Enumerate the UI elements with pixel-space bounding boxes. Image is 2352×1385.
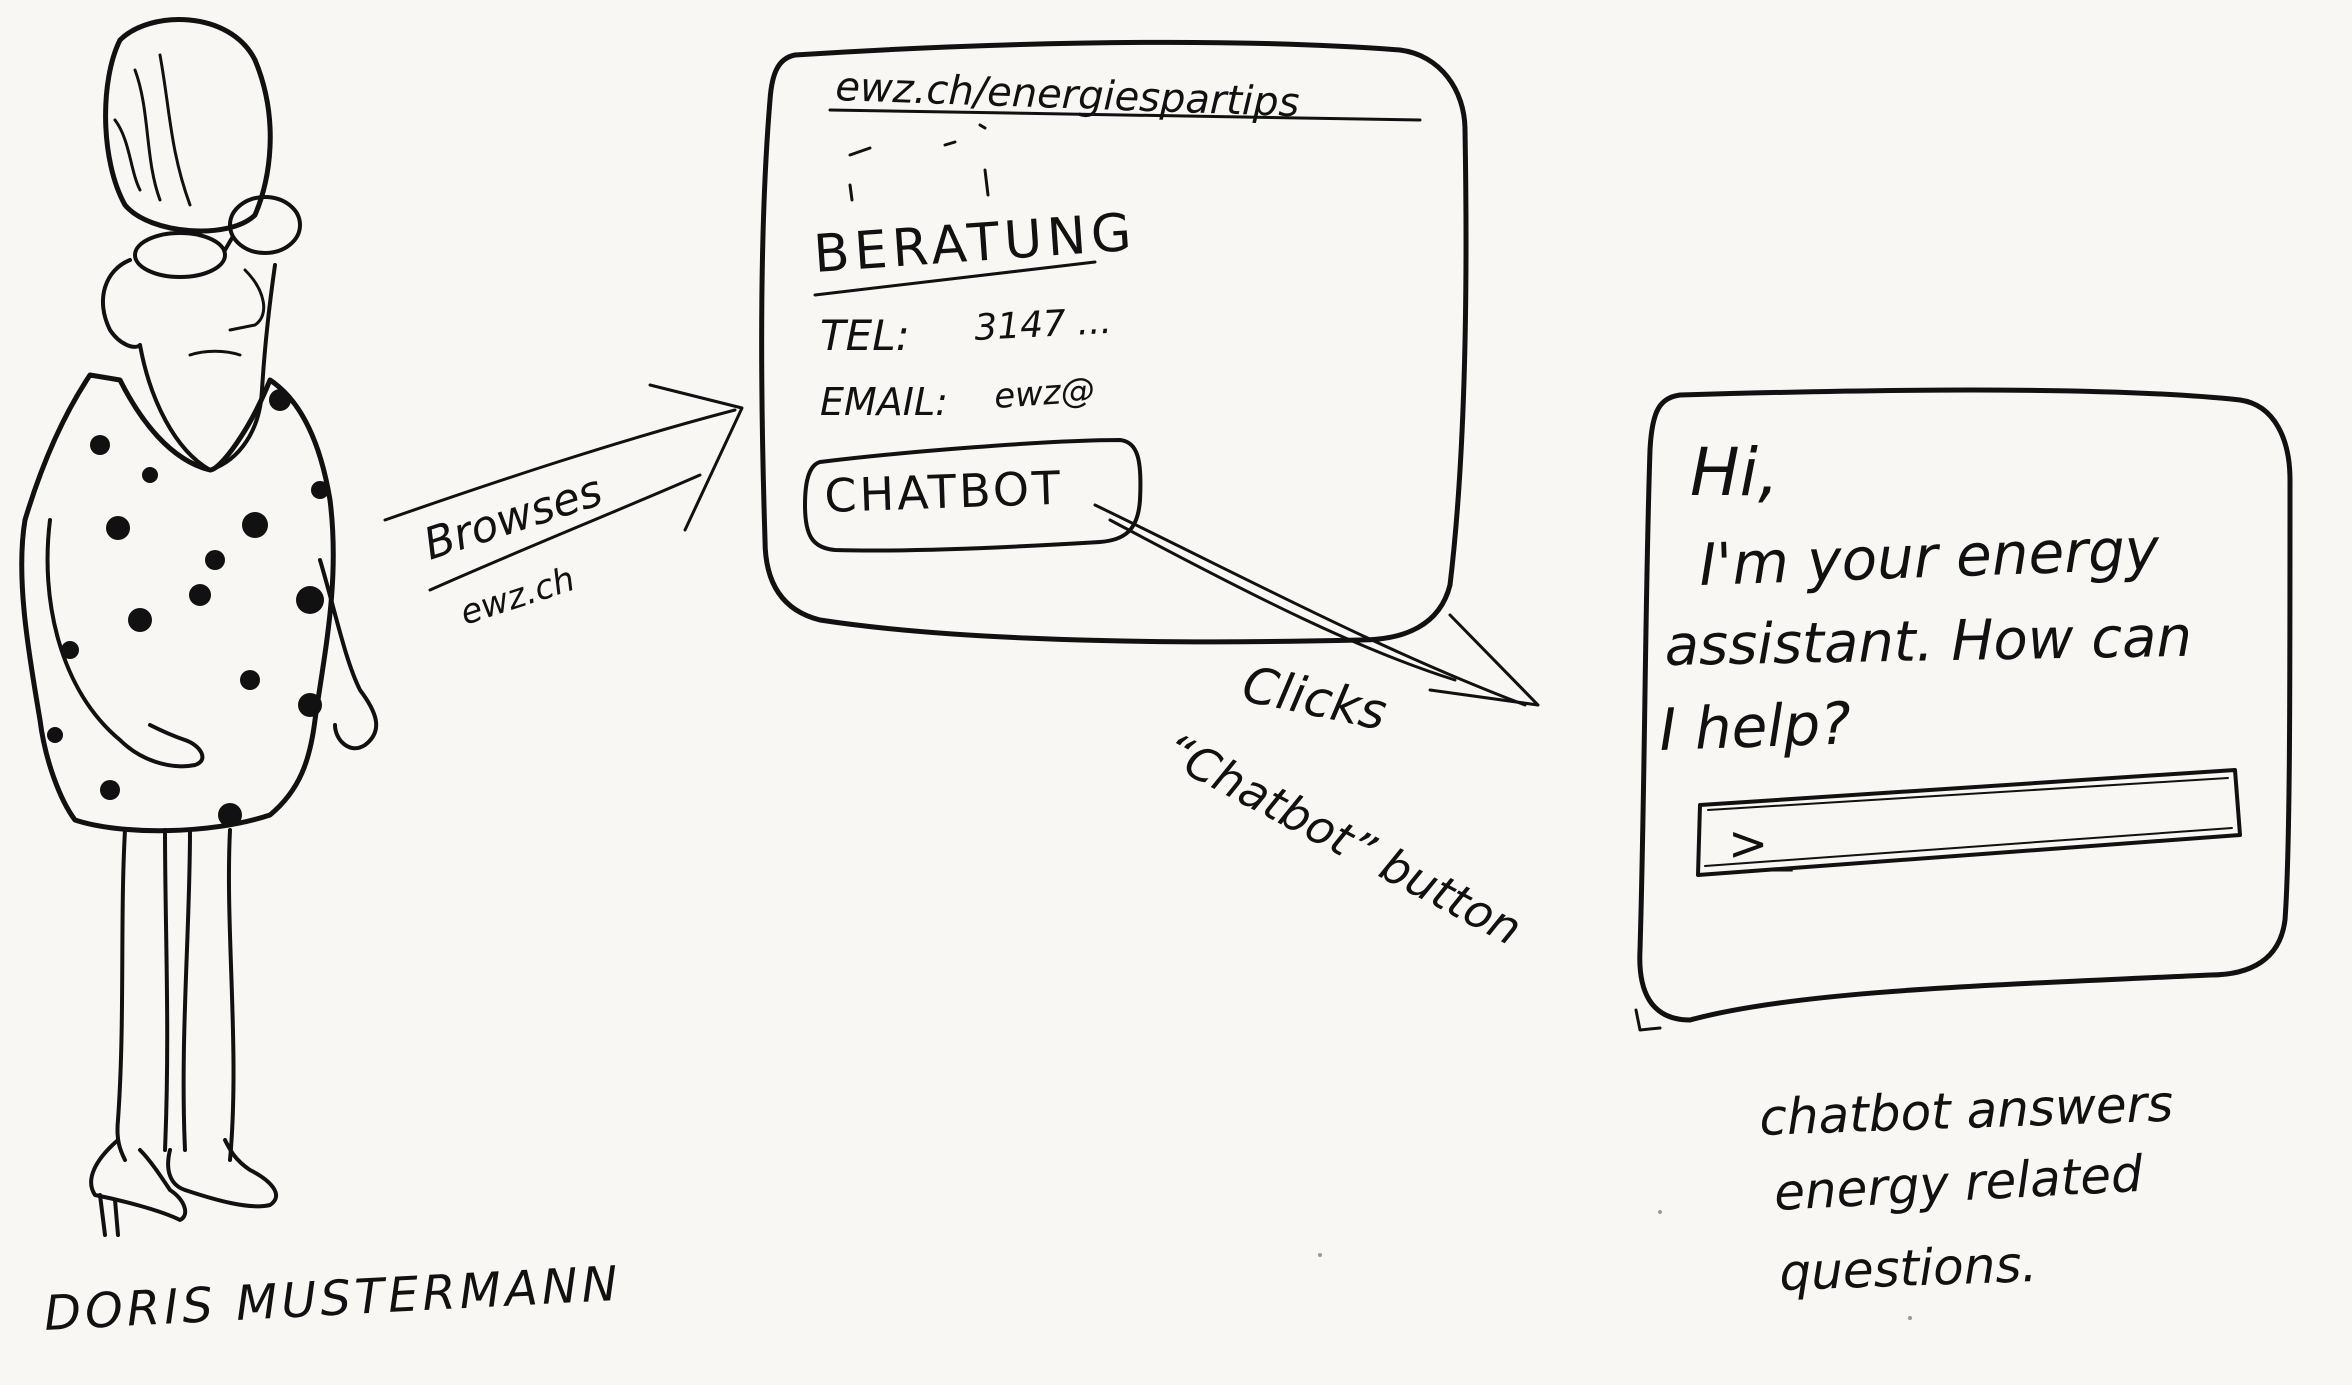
persona-name: DORIS MUSTERMANN [43, 1256, 623, 1342]
outcome-line3: questions. [1778, 1235, 2038, 1302]
click-arrow [1093, 503, 1540, 707]
outcome-line2: energy related [1773, 1145, 2145, 1222]
webpage-sketch [759, 39, 1469, 645]
dress-dots [47, 389, 329, 827]
chatbot-message-line3: I help? [1658, 689, 1852, 764]
paper-specks [1318, 1210, 1912, 1320]
chatbot-button[interactable]: CHATBOT [803, 438, 1143, 553]
webpage-tel-value: 3147 ... [973, 301, 1112, 349]
browse-arrow [383, 383, 744, 592]
chatbot-button-label: CHATBOT [823, 461, 1064, 523]
webpage-url: ewz.ch/energiespartips [835, 64, 1301, 126]
step2-line1: Clicks [1238, 655, 1392, 742]
webpage-email-value: ewz@ [993, 370, 1096, 417]
webpage-section-heading: BERATUNG [812, 203, 1139, 285]
chat-input-field[interactable]: >_ [1696, 768, 2242, 877]
step2-line2: “Chatbot” button [1155, 722, 1531, 956]
persona-figure [19, 17, 379, 1237]
chatbot-message-line2: assistant. How can [1664, 605, 2192, 679]
chatbot-greeting: Hi, [1690, 434, 1779, 511]
webpage-tel-label: TEL: [820, 311, 910, 360]
webpage-email-label: EMAIL: [820, 380, 948, 424]
outcome-line1: chatbot answers [1758, 1075, 2174, 1147]
chatbot-window [1634, 387, 2293, 1032]
chatbot-message-line1: I'm your energy [1698, 515, 2161, 599]
chat-input-prompt: >_ [1728, 816, 1793, 872]
